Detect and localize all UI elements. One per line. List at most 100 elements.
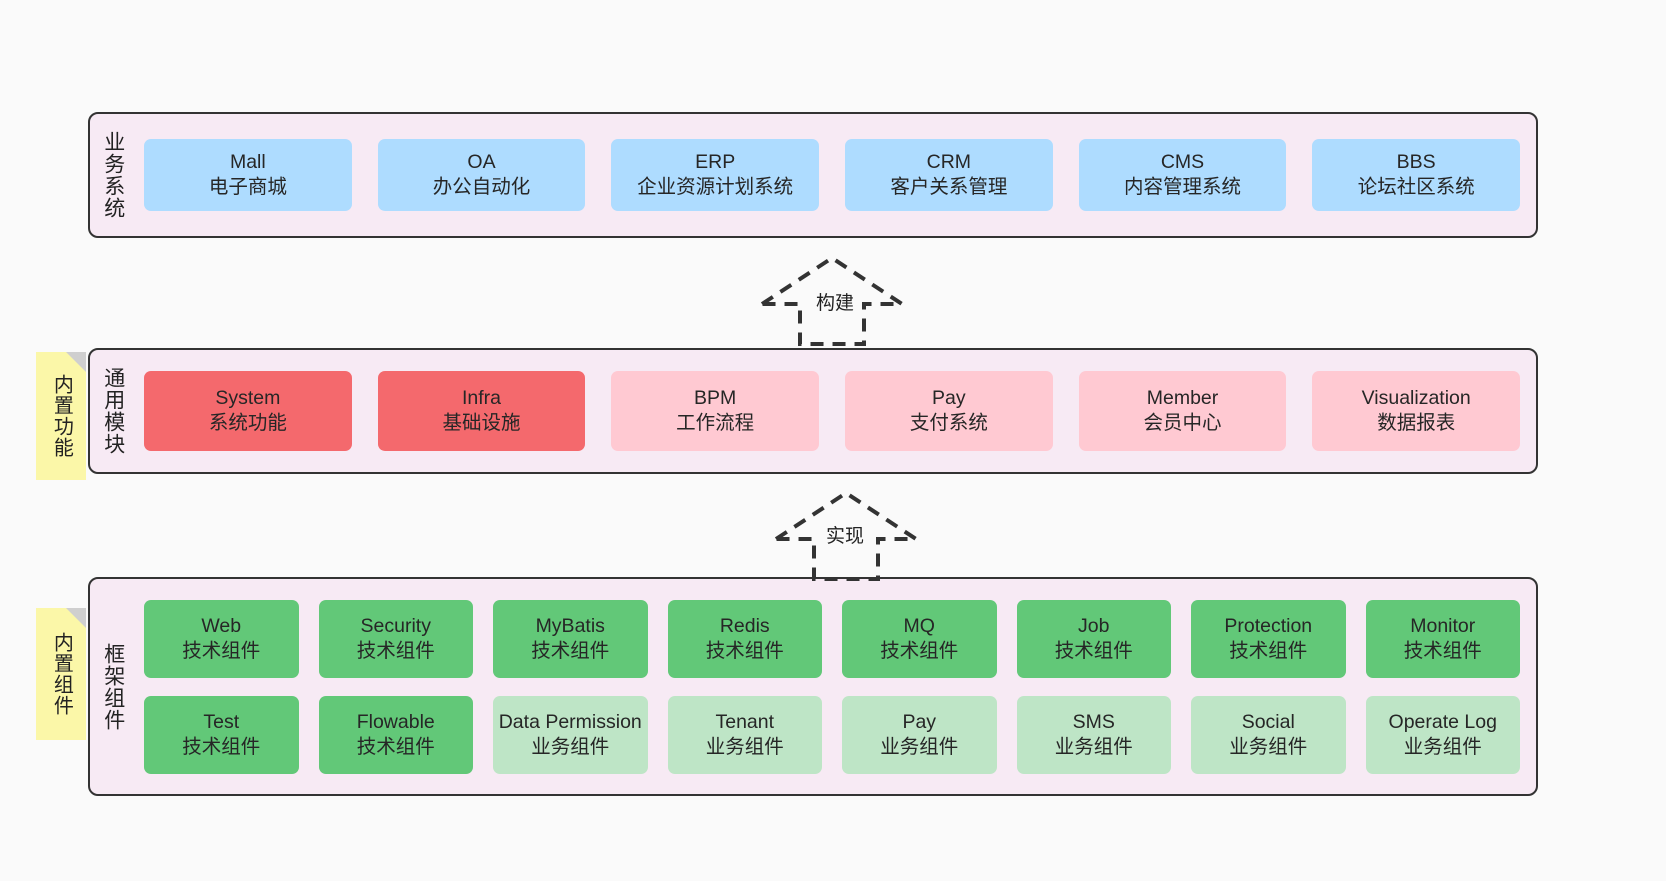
card-pay-module-subtitle: 支付系统	[909, 412, 988, 434]
arrow-build-label: 构建	[816, 293, 855, 314]
card-flowable-title: Flowable	[356, 710, 435, 733]
card-sms-title: SMS	[1072, 710, 1115, 733]
card-web-subtitle: 技术组件	[182, 639, 261, 662]
card-protection-subtitle: 技术组件	[1229, 639, 1308, 662]
layer-body-common-module: System 系统功能 Infra 基础设施 BPM 工作流程 Pay 支付系统…	[136, 350, 1536, 472]
card-member-title: Member	[1146, 387, 1219, 410]
sticky-note-builtin-features-label: 内置功能	[50, 374, 73, 458]
framework-business-row: Test 技术组件 Flowable 技术组件 Data Permission …	[144, 695, 1520, 774]
sticky-note-builtin-components: 内置组件	[36, 608, 86, 740]
arrow-implement-label: 实现	[826, 526, 865, 547]
sticky-note-builtin-components-label: 内置组件	[50, 632, 73, 716]
card-monitor-subtitle: 技术组件	[1403, 639, 1482, 662]
card-data-permission-subtitle: 业务组件	[531, 735, 610, 758]
card-system[interactable]: System 系统功能	[144, 371, 352, 451]
card-infra-subtitle: 基础设施	[442, 412, 521, 434]
card-web[interactable]: Web 技术组件	[144, 599, 299, 678]
card-pay-component-title: Pay	[902, 710, 937, 733]
card-tenant-title: Tenant	[715, 710, 775, 733]
business-card-row: Mall 电子商城 OA 办公自动化 ERP 企业资源计划系统 CRM 客户关系…	[144, 139, 1521, 211]
card-cms[interactable]: CMS 内容管理系统	[1078, 139, 1287, 211]
card-operate-log-title: Operate Log	[1388, 710, 1497, 733]
card-security[interactable]: Security 技术组件	[318, 599, 473, 678]
card-crm-subtitle: 客户关系管理	[890, 176, 1008, 198]
layer-title-common-module: 通用模块	[101, 367, 125, 455]
card-data-permission[interactable]: Data Permission 业务组件	[493, 695, 648, 774]
card-security-subtitle: 技术组件	[356, 639, 435, 662]
card-bbs-subtitle: 论坛社区系统	[1357, 176, 1475, 198]
card-web-title: Web	[201, 614, 242, 637]
card-member[interactable]: Member 会员中心	[1078, 371, 1287, 451]
sticky-fold-icon	[66, 608, 86, 628]
card-bpm[interactable]: BPM 工作流程	[611, 371, 820, 451]
card-social-title: Social	[1241, 710, 1295, 733]
card-infra[interactable]: Infra 基础设施	[377, 371, 586, 451]
arrow-implement: 实现	[766, 487, 926, 581]
card-cms-subtitle: 内容管理系统	[1124, 176, 1242, 198]
card-cms-title: CMS	[1160, 151, 1205, 174]
card-tenant[interactable]: Tenant 业务组件	[667, 695, 822, 774]
common-card-row: System 系统功能 Infra 基础设施 BPM 工作流程 Pay 支付系统…	[144, 371, 1521, 451]
layer-common-module: 通用模块 System 系统功能 Infra 基础设施 BPM 工作流程 Pay…	[88, 348, 1538, 474]
card-oa[interactable]: OA 办公自动化	[377, 139, 586, 211]
layer-body-framework-component: Web 技术组件 Security 技术组件 MyBatis 技术组件 Redi…	[136, 579, 1536, 794]
card-erp-title: ERP	[695, 151, 736, 174]
card-flowable[interactable]: Flowable 技术组件	[318, 695, 473, 774]
card-mybatis-subtitle: 技术组件	[531, 639, 610, 662]
card-sms[interactable]: SMS 业务组件	[1016, 695, 1171, 774]
card-visualization[interactable]: Visualization 数据报表	[1312, 371, 1521, 451]
arrow-build-icon	[755, 255, 909, 346]
card-test-title: Test	[203, 710, 240, 733]
card-protection-title: Protection	[1224, 614, 1313, 637]
card-sms-subtitle: 业务组件	[1054, 735, 1133, 758]
layer-body-business-system: Mall 电子商城 OA 办公自动化 ERP 企业资源计划系统 CRM 客户关系…	[136, 114, 1536, 236]
card-job[interactable]: Job 技术组件	[1016, 599, 1171, 678]
card-redis[interactable]: Redis 技术组件	[667, 599, 822, 678]
card-mall-subtitle: 电子商城	[208, 176, 287, 198]
card-system-title: System	[215, 387, 281, 410]
arrow-implement-icon	[769, 490, 923, 581]
card-data-permission-title: Data Permission	[498, 710, 642, 733]
card-job-subtitle: 技术组件	[1054, 639, 1133, 662]
card-social-subtitle: 业务组件	[1229, 735, 1308, 758]
card-job-title: Job	[1078, 614, 1110, 637]
card-security-title: Security	[360, 614, 431, 637]
card-mall[interactable]: Mall 电子商城	[144, 139, 352, 211]
layer-title-framework-component: 框架组件	[101, 642, 125, 731]
card-bpm-subtitle: 工作流程	[676, 412, 755, 434]
card-mall-title: Mall	[229, 151, 266, 174]
card-member-subtitle: 会员中心	[1143, 412, 1222, 434]
card-mybatis[interactable]: MyBatis 技术组件	[493, 599, 648, 678]
card-flowable-subtitle: 技术组件	[356, 735, 435, 758]
card-mybatis-title: MyBatis	[535, 614, 605, 637]
card-bbs[interactable]: BBS 论坛社区系统	[1312, 139, 1521, 211]
arrow-build: 构建	[752, 252, 912, 346]
card-social[interactable]: Social 业务组件	[1191, 695, 1346, 774]
card-bbs-title: BBS	[1396, 151, 1436, 174]
sticky-fold-icon	[66, 352, 86, 372]
card-erp[interactable]: ERP 企业资源计划系统	[611, 139, 820, 211]
card-infra-title: Infra	[461, 387, 502, 410]
card-visualization-subtitle: 数据报表	[1377, 412, 1456, 434]
card-mq[interactable]: MQ 技术组件	[842, 599, 997, 678]
card-monitor[interactable]: Monitor 技术组件	[1365, 599, 1520, 678]
layer-title-business-system: 业务系统	[101, 131, 125, 219]
card-mq-subtitle: 技术组件	[880, 639, 959, 662]
card-test-subtitle: 技术组件	[182, 735, 261, 758]
card-pay-component-subtitle: 业务组件	[880, 735, 959, 758]
card-crm[interactable]: CRM 客户关系管理	[845, 139, 1053, 211]
card-pay-component[interactable]: Pay 业务组件	[842, 695, 997, 774]
card-tenant-subtitle: 业务组件	[705, 735, 784, 758]
card-pay-module-title: Pay	[932, 387, 966, 410]
card-visualization-title: Visualization	[1361, 387, 1471, 410]
card-pay-module[interactable]: Pay 支付系统	[845, 371, 1053, 451]
card-monitor-title: Monitor	[1410, 614, 1476, 637]
card-protection[interactable]: Protection 技术组件	[1191, 599, 1346, 678]
card-mq-title: MQ	[903, 614, 935, 637]
card-operate-log[interactable]: Operate Log 业务组件	[1365, 695, 1520, 774]
card-system-subtitle: 系统功能	[208, 412, 287, 434]
card-test[interactable]: Test 技术组件	[144, 695, 299, 774]
card-redis-subtitle: 技术组件	[705, 639, 784, 662]
card-redis-title: Redis	[719, 614, 770, 637]
